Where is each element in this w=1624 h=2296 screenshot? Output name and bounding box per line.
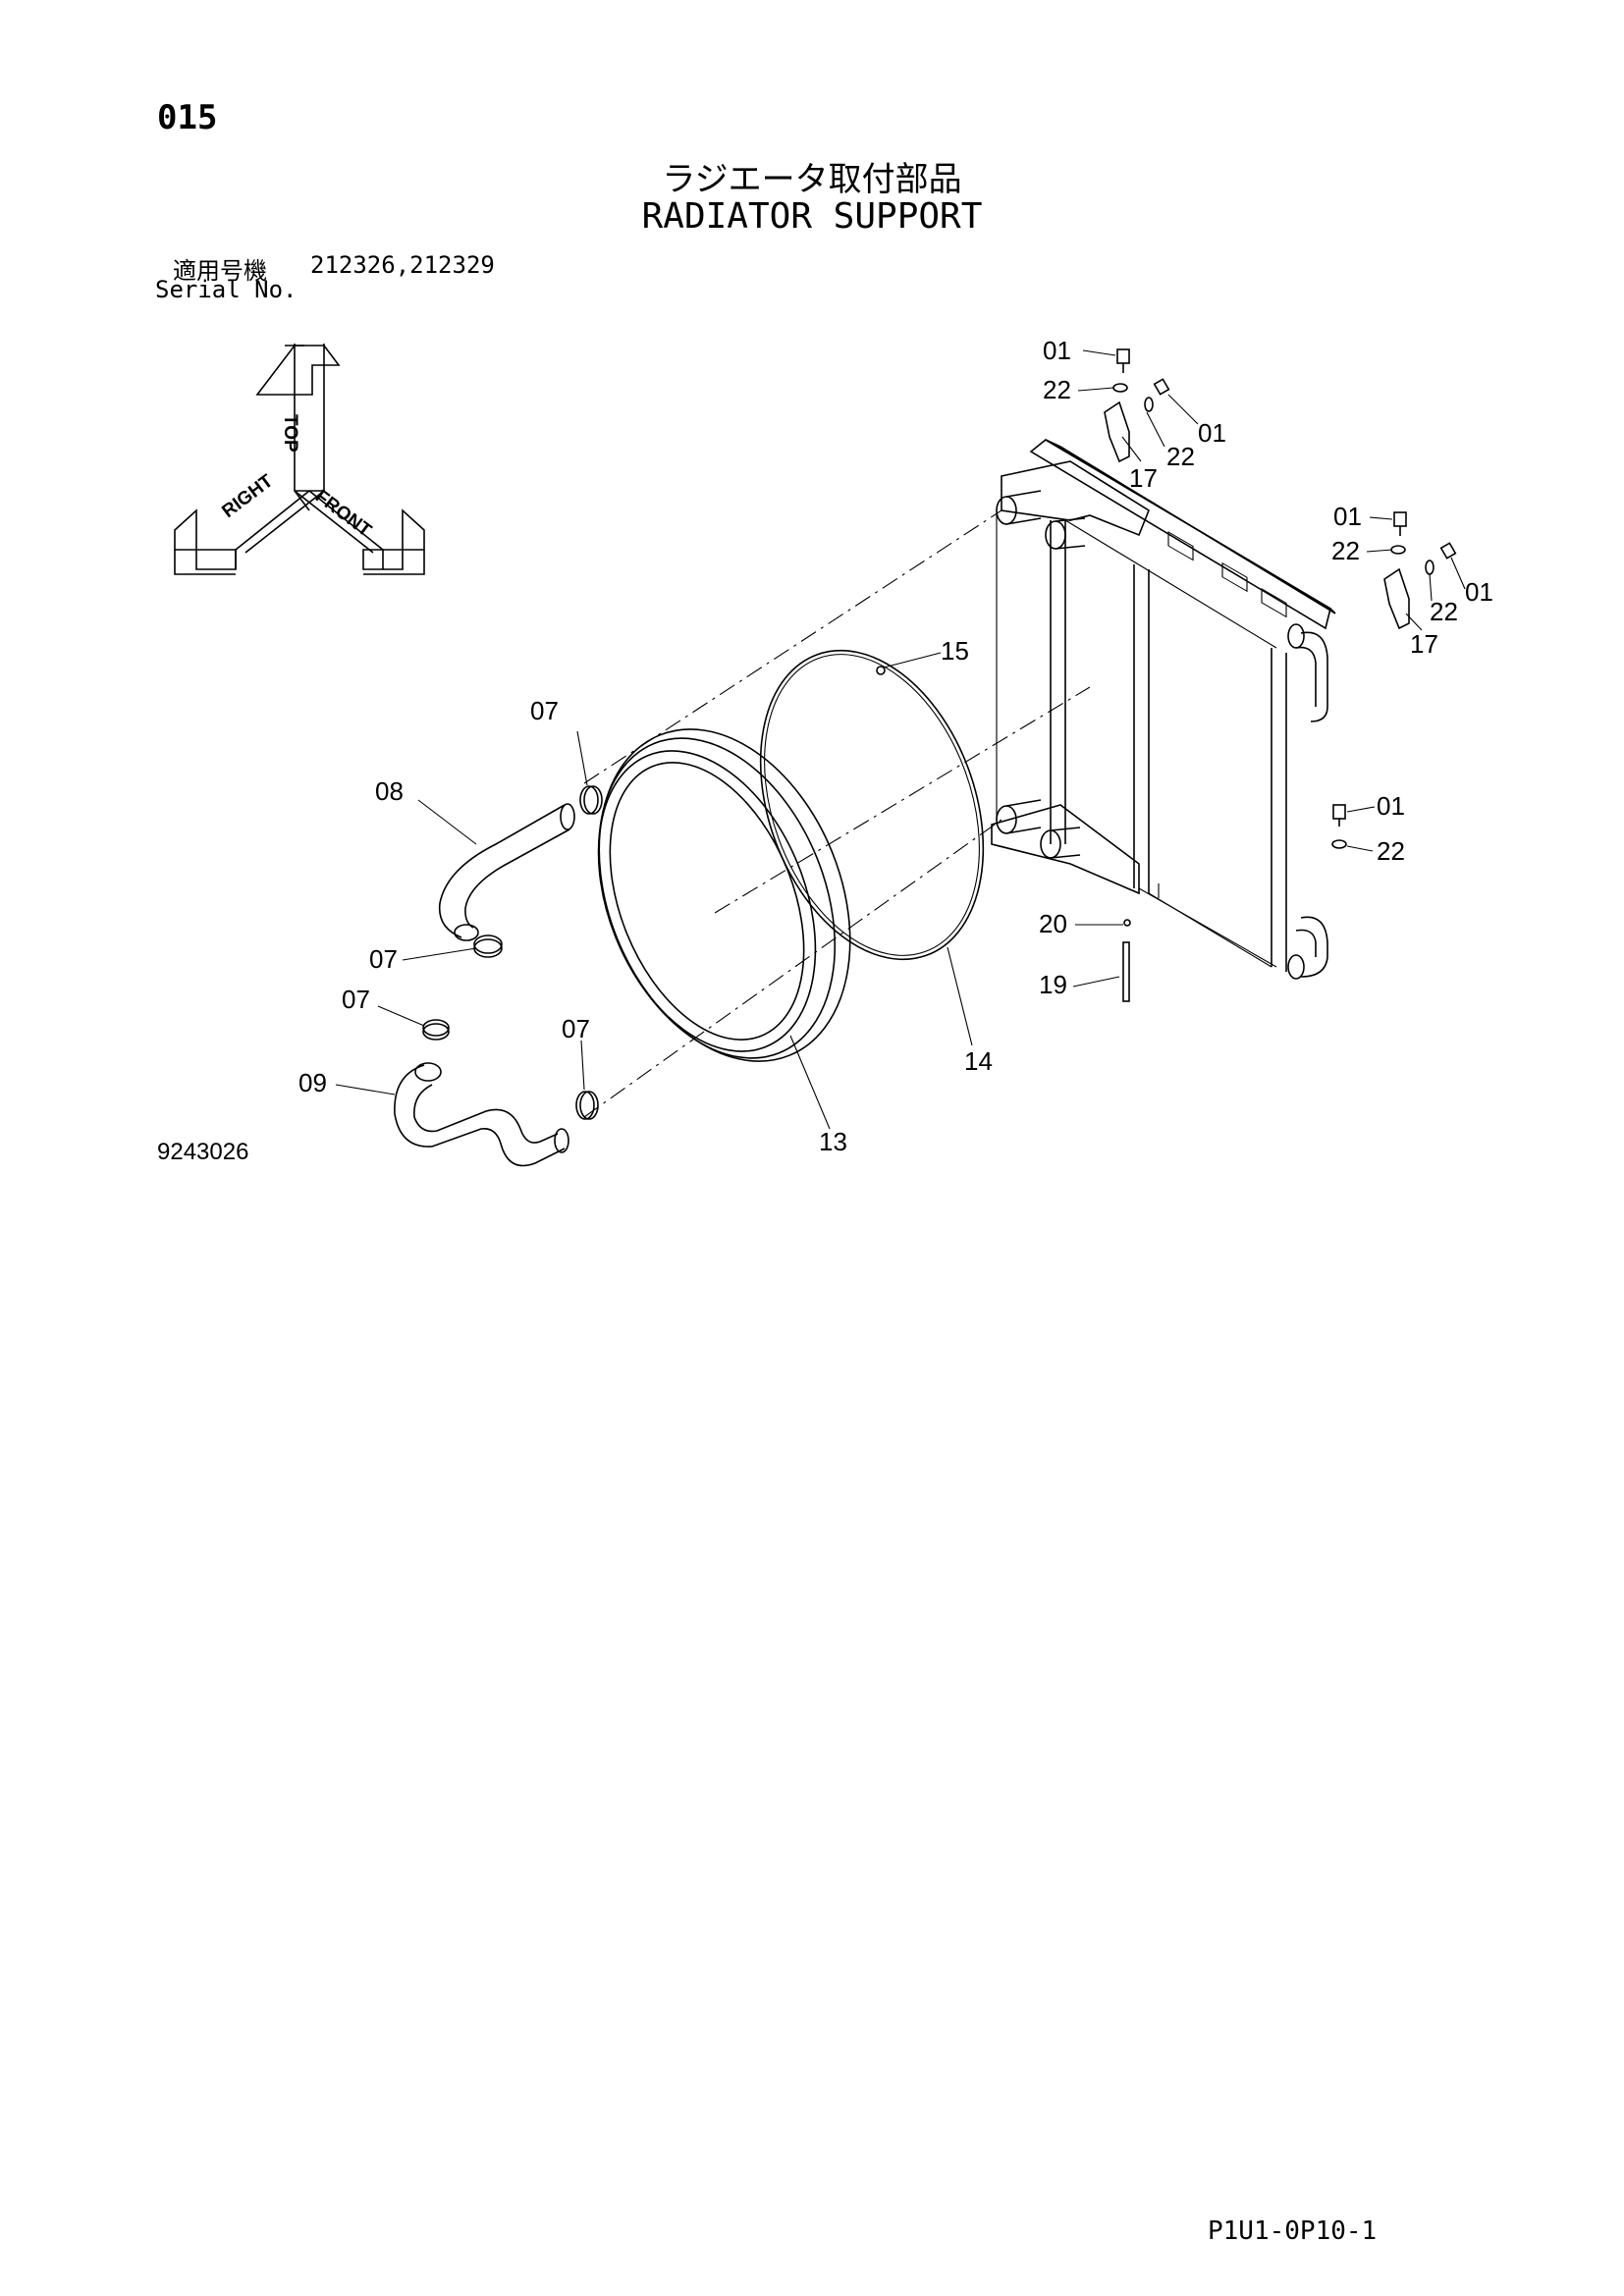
assembly-center-lines <box>583 509 1091 1118</box>
page-title: RADIATOR SUPPORT <box>641 196 983 237</box>
callout-13: 13 <box>819 1127 847 1156</box>
callout-01-lower: 01 <box>1377 791 1405 821</box>
serial-label: Serial No. <box>155 276 298 303</box>
top-label: TOP <box>280 414 300 453</box>
callout-14: 14 <box>964 1046 993 1076</box>
hose-clamps <box>422 785 603 1120</box>
lower-hose <box>394 1062 569 1167</box>
callout-leaders <box>335 349 1466 1130</box>
callout-22-top: 22 <box>1043 375 1071 404</box>
callout-19: 19 <box>1039 970 1067 999</box>
callout-22-right: 22 <box>1331 536 1360 565</box>
side-pipe <box>1287 623 1328 980</box>
right-label: RIGHT <box>218 470 277 522</box>
callout-22-top-side: 22 <box>1166 442 1195 471</box>
serial-label-japanese: 適用号機 <box>173 257 267 285</box>
front-arrow <box>294 490 425 575</box>
callout-22-right-side: 22 <box>1430 597 1458 626</box>
lower-outlet-pipe <box>996 799 1081 859</box>
callout-17-right: 17 <box>1410 629 1438 659</box>
callout-labels: 01 22 01 22 17 01 22 01 22 17 15 07 08 0… <box>298 336 1493 1156</box>
callout-01-top: 01 <box>1043 336 1071 365</box>
page-number: 015 <box>157 98 218 137</box>
callout-22-lower: 22 <box>1377 836 1405 866</box>
callout-09: 09 <box>298 1068 327 1097</box>
callout-07-left: 07 <box>369 944 398 974</box>
figure-number: 9243026 <box>157 1139 249 1165</box>
callout-07-lower-left: 07 <box>342 985 370 1014</box>
callout-08: 08 <box>375 776 404 806</box>
page-title-japanese: ラジエータ取付部品 <box>662 160 962 199</box>
callout-15: 15 <box>941 636 969 666</box>
serial-numbers: 212326,212329 <box>310 251 495 279</box>
callout-17-top: 17 <box>1129 463 1158 493</box>
fan-shroud-ring <box>597 728 851 1062</box>
callout-20: 20 <box>1039 909 1067 938</box>
callout-01-right: 01 <box>1333 502 1362 531</box>
seal-plate <box>759 649 985 961</box>
right-arrow <box>174 490 325 575</box>
radiator-assembly <box>991 439 1336 980</box>
orientation-indicator: TOP RIGHT FRONT <box>174 344 425 575</box>
upper-hose <box>438 803 575 941</box>
radiator-top-tabs <box>1167 531 1287 618</box>
front-label: FRONT <box>311 486 375 541</box>
callout-07-upper: 07 <box>530 696 559 725</box>
page-code: P1U1-0P10-1 <box>1208 2216 1378 2246</box>
callout-01-top-side: 01 <box>1198 418 1226 448</box>
upper-inlet-pipe <box>996 490 1086 550</box>
callout-07-lower: 07 <box>562 1014 590 1043</box>
callout-01-right-side: 01 <box>1465 577 1493 607</box>
